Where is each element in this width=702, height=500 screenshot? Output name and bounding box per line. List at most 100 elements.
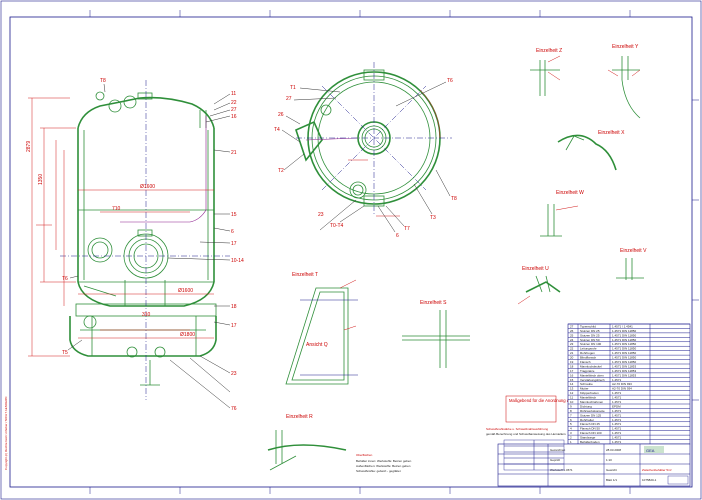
parts-cell-pos: 2 [570, 436, 572, 440]
detail-s: Einzelheit S [402, 300, 470, 368]
parts-cell-name: Rührwerkskonsole [580, 409, 605, 413]
parts-cell-name: Mannlochrahmen [580, 400, 604, 404]
detail-t: Einzelheit T Ansicht Q [285, 272, 358, 385]
parts-cell-mat: 1.4571 [612, 391, 622, 395]
svg-text:T6: T6 [62, 276, 68, 282]
parts-cell-pos: 22 [570, 347, 574, 351]
parts-cell-mat: 1.4571 [612, 427, 622, 431]
svg-text:gemäß Berechnung und Schweißan: gemäß Berechnung und Schweißanweisung de… [486, 432, 566, 436]
parts-row: 18 Mannlochdeckel 1.4571 DIN 11853 [570, 364, 636, 368]
parts-cell-name: Typenschild [580, 324, 596, 328]
svg-text:21: 21 [231, 150, 237, 156]
parts-row: 24 Stutzen DN 50 1.4571 DIN 11850 [570, 338, 636, 342]
parts-cell-name: Mannlochdeckel [580, 364, 602, 368]
parts-cell-name: Tragpratze [580, 369, 595, 373]
parts-cell-name: Flansch [580, 360, 591, 364]
detail-r: Einzelheit R [267, 414, 347, 471]
parts-cell-name: Mantelblech oben [580, 373, 604, 377]
parts-cell-mat: 1.4571 [612, 396, 622, 400]
plan-callouts: T6 T1 27 T4 26 T2 T3 T0-T4 T7 6 23 T8 [274, 78, 457, 239]
detail-w: Einzelheit W [540, 190, 584, 237]
svg-text:Schweißnähte: gebeizt - geglät: Schweißnähte: gebeizt - geglättet [356, 469, 401, 473]
parts-cell-mat: A2-70 DIN 933 [612, 382, 632, 386]
parts-cell-pos: 19 [570, 360, 574, 364]
parts-cell-mat: 1.4571 [612, 431, 622, 435]
parts-cell-pos: 24 [570, 338, 574, 342]
parts-row: 9 Dichtung EPDM [570, 404, 621, 408]
parts-cell-mat: 1.4571 DIN 11850 [612, 333, 636, 337]
parts-cell-name: Blindflansch [580, 356, 597, 360]
svg-text:T3: T3 [430, 215, 436, 221]
parts-cell-mat: 1.4571 [612, 409, 622, 413]
svg-text:Blatt 1/1: Blatt 1/1 [606, 478, 617, 482]
parts-cell-mat: 1.4571 DIN 11850 [612, 347, 636, 351]
svg-text:T2: T2 [278, 168, 284, 174]
svg-text:T4: T4 [274, 127, 280, 133]
svg-text:Gezeichnet: Gezeichnet [550, 448, 565, 452]
vessel-side-view [60, 80, 230, 400]
svg-text:23: 23 [318, 212, 324, 218]
svg-text:22: 22 [231, 100, 237, 106]
parts-cell-name: Mantelblech [580, 396, 597, 400]
parts-cell-pos: 9 [570, 404, 572, 408]
dim-w-bottom: Ø1800 [180, 332, 195, 338]
parts-cell-mat: 1.4571 DIN 11850 [612, 351, 636, 355]
parts-cell-mat: 1.4571 DIN 11853 [612, 364, 636, 368]
detail-z: Einzelheit Z [530, 48, 562, 96]
parts-cell-name: Rohrbogen [580, 351, 595, 355]
side-strip-text: Copyright (c) Rechte beim Urheber / NICH… [4, 397, 8, 470]
svg-text:Geprüft: Geprüft [550, 458, 560, 462]
parts-cell-mat: 1.4571 DIN 11850 [612, 338, 636, 342]
parts-cell-pos: 18 [570, 364, 574, 368]
parts-cell-name: Stutzen DN 100 [580, 342, 602, 346]
parts-cell-name: Behälterboden [580, 440, 600, 444]
svg-text:10-14: 10-14 [231, 258, 244, 264]
svg-text:18: 18 [231, 304, 237, 310]
parts-cell-name: Stutzen DN 50 [580, 338, 600, 342]
svg-text:T1: T1 [290, 85, 296, 91]
note-governs-line1: Maßgebend für die Anordnung der Bauteile… [509, 398, 622, 403]
parts-cell-mat: EPDM [612, 404, 621, 408]
parts-cell-mat: 1.4571 [612, 418, 622, 422]
parts-cell-name: Stutzen DN 125 [580, 413, 602, 417]
svg-text:16: 16 [231, 114, 237, 120]
sheet-inner-border [9, 16, 693, 488]
svg-text:Einzelheit Z: Einzelheit Z [536, 48, 562, 54]
parts-cell-name: Verstärkungsblech [580, 378, 605, 382]
parts-cell-mat: 1.4571 DIN 11850 [612, 360, 636, 364]
parts-cell-pos: 17 [570, 369, 574, 373]
parts-cell-mat: A2-70 DIN 934 [612, 387, 632, 391]
parts-cell-name: Dichtung [580, 404, 592, 408]
svg-text:23: 23 [231, 371, 237, 377]
parts-cell-pos: 23 [570, 342, 574, 346]
parts-cell-name: Flansch DN 25 [580, 422, 600, 426]
svg-text:1075820-1: 1075820-1 [642, 478, 657, 482]
parts-cell-mat: 1.4571 [612, 400, 622, 404]
parts-cell-pos: 1 [570, 440, 572, 444]
nozzle-circle-small [87, 237, 113, 263]
svg-text:76: 76 [231, 406, 237, 412]
parts-cell-name: Flansch DN 50 [580, 427, 600, 431]
parts-cell-pos: 3 [570, 431, 572, 435]
parts-cell-name: Rohrhalter [580, 418, 594, 422]
vessel-bottom-head [77, 281, 215, 307]
drawing-title: Zwischenbehälter 5m³ [642, 468, 672, 472]
revision-table [503, 439, 565, 471]
svg-text:Gewicht: Gewicht [606, 468, 617, 472]
detail-u: Einzelheit U [517, 266, 561, 305]
dim-width-mid: Ø1600 [178, 288, 193, 294]
parts-cell-mat: 1.4571 [612, 413, 622, 417]
svg-text:28.03.2008: 28.03.2008 [606, 448, 621, 452]
internal-pipe [120, 116, 207, 223]
